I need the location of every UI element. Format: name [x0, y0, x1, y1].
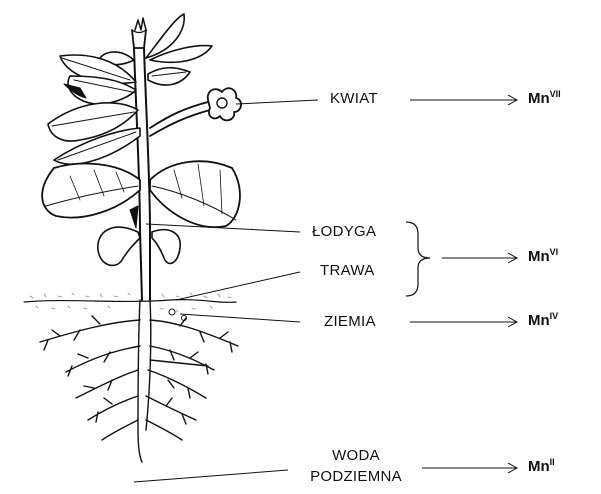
mn-vi: MnVI [528, 248, 558, 265]
label-woda: WODA PODZIEMNA [292, 447, 420, 485]
arrow-ziemia [410, 317, 517, 327]
cotyledon [152, 230, 180, 264]
roots [40, 300, 238, 462]
plant-stem [134, 48, 142, 300]
mn-ii: MnII [528, 458, 555, 475]
mn-ii-element: Mn [528, 458, 550, 475]
mn-iv: MnIV [528, 312, 558, 329]
mn-vi-ox: VI [550, 247, 559, 257]
label-woda-line2: PODZIEMNA [292, 468, 420, 485]
label-ziemia: ZIEMIA [324, 313, 376, 330]
bracket [406, 222, 430, 296]
label-kwiat: KWIAT [330, 90, 378, 107]
mn-ii-ox: II [550, 457, 555, 467]
leaf-large-left [42, 164, 140, 218]
mn-vi-element: Mn [528, 248, 550, 265]
mn-iv-element: Mn [528, 312, 550, 329]
pointer-kwiat [236, 100, 318, 104]
flower-stem [150, 102, 208, 128]
label-trawa: TRAWA [320, 262, 375, 279]
plant-illustration [24, 14, 241, 462]
soil-texture [30, 293, 231, 312]
arrows [410, 95, 517, 473]
label-woda-line1: WODA [292, 447, 420, 464]
mn-vii-element: Mn [528, 90, 550, 107]
mn-vii: MnVII [528, 90, 561, 107]
arrow-kwiat [410, 95, 517, 105]
cotyledon [98, 227, 140, 265]
pointer-trawa [176, 272, 300, 300]
arrow-woda [422, 463, 517, 473]
pointer-woda [134, 470, 288, 482]
leaf [148, 68, 190, 85]
label-lodyga: ŁODYGA [312, 223, 376, 240]
leaf-large-right [150, 161, 240, 227]
arrow-lodyga-trawa [442, 253, 517, 263]
mn-vii-ox: VII [550, 89, 561, 99]
soil-line [24, 300, 236, 303]
pointer-lines [134, 100, 318, 482]
pointer-ziemia [180, 314, 300, 322]
mn-iv-ox: IV [550, 311, 559, 321]
